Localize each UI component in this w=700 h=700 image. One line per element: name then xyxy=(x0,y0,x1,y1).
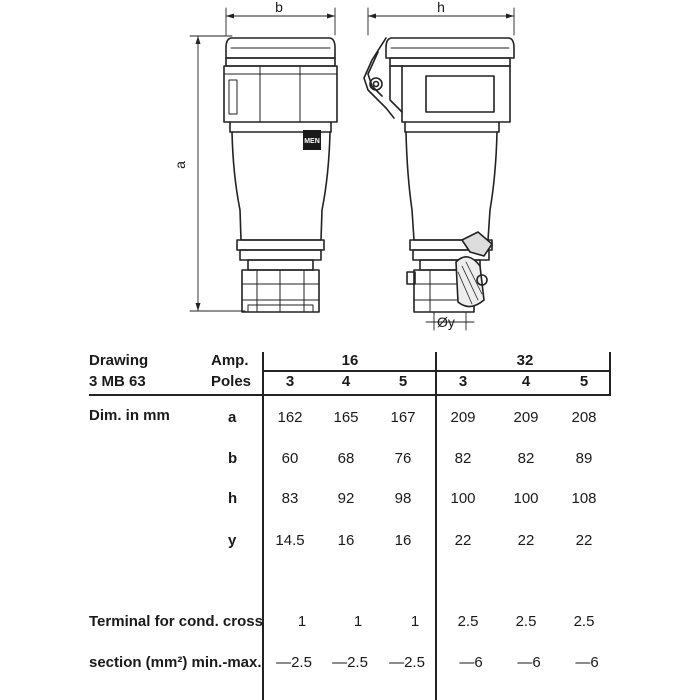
poles-label: Poles xyxy=(211,373,252,390)
spec-table: Drawing 3 MB 63 Amp. Poles 16 32 3 4 5 3… xyxy=(0,340,700,700)
table-cell: 16 xyxy=(394,532,412,549)
pole-header: 5 xyxy=(579,373,589,390)
side-view xyxy=(363,37,515,331)
row-key: y xyxy=(228,532,237,549)
table-cell: 22 xyxy=(517,532,535,549)
technical-drawing: b h a Øy MEN xyxy=(172,0,515,331)
pole-header: 5 xyxy=(398,373,408,390)
dim-label-b: b xyxy=(275,0,283,15)
terminal-min-cell: 2.5 xyxy=(457,613,479,630)
table-cell: 16 xyxy=(337,532,355,549)
column-divider-right xyxy=(609,352,611,396)
pole-header: 3 xyxy=(285,373,295,390)
terminal-label-line1: Terminal for cond. cross xyxy=(89,613,263,630)
terminal-max-cell: —2.5 xyxy=(276,654,312,671)
table-cell: 82 xyxy=(517,450,535,467)
drawing-code: 3 MB 63 xyxy=(89,373,146,390)
terminal-min-cell: 2.5 xyxy=(573,613,595,630)
table-cell: 22 xyxy=(575,532,593,549)
amp-group-16: 16 xyxy=(341,352,359,369)
table-cell: 100 xyxy=(450,490,476,507)
table-cell: 98 xyxy=(394,490,412,507)
table-cell: 208 xyxy=(571,409,597,426)
terminal-label-line2: section (mm²) min.-max. xyxy=(89,654,262,671)
table-cell: 162 xyxy=(277,409,303,426)
header-bottom-rule xyxy=(89,394,610,396)
table-cell: 83 xyxy=(281,490,299,507)
drawing-label: Drawing xyxy=(89,352,149,369)
terminal-max-cell: —2.5 xyxy=(389,654,425,671)
column-divider-middle xyxy=(435,352,437,700)
row-key: b xyxy=(228,450,238,467)
amp-label: Amp. xyxy=(211,352,249,369)
table-cell: 14.5 xyxy=(275,532,305,549)
table-cell: 82 xyxy=(454,450,472,467)
table-cell: 100 xyxy=(513,490,539,507)
table-cell: 22 xyxy=(454,532,472,549)
table-cell: 92 xyxy=(337,490,355,507)
terminal-max-cell: —6 xyxy=(459,654,483,671)
table-cell: 68 xyxy=(337,450,355,467)
table-cell: 60 xyxy=(281,450,299,467)
terminal-min-cell: 1 xyxy=(410,613,420,630)
dimension-h xyxy=(367,7,515,36)
column-divider-left xyxy=(262,352,264,700)
table-cell: 167 xyxy=(390,409,416,426)
dim-label-h: h xyxy=(437,0,445,15)
dimension-b xyxy=(225,7,336,36)
terminal-min-cell: 2.5 xyxy=(515,613,537,630)
row-key: a xyxy=(228,409,237,426)
brand-mark: MEN xyxy=(304,138,320,145)
table-cell: 89 xyxy=(575,450,593,467)
table-cell: 76 xyxy=(394,450,412,467)
terminal-max-cell: —6 xyxy=(575,654,599,671)
dim-label-y: Øy xyxy=(437,314,455,330)
row-key: h xyxy=(228,490,238,507)
pole-header: 4 xyxy=(521,373,531,390)
terminal-min-cell: 1 xyxy=(297,613,307,630)
amp-group-32: 32 xyxy=(516,352,534,369)
pole-header: 3 xyxy=(458,373,468,390)
dim-label-a: a xyxy=(172,161,188,169)
table-cell: 108 xyxy=(571,490,597,507)
dimension-a xyxy=(189,35,246,312)
terminal-min-cell: 1 xyxy=(353,613,363,630)
table-cell: 165 xyxy=(333,409,359,426)
table-cell: 209 xyxy=(450,409,476,426)
front-view xyxy=(223,37,338,313)
table-cell: 209 xyxy=(513,409,539,426)
pole-header: 4 xyxy=(341,373,351,390)
terminal-max-cell: —6 xyxy=(517,654,541,671)
dim-title: Dim. in mm xyxy=(89,407,170,424)
terminal-max-cell: —2.5 xyxy=(332,654,368,671)
